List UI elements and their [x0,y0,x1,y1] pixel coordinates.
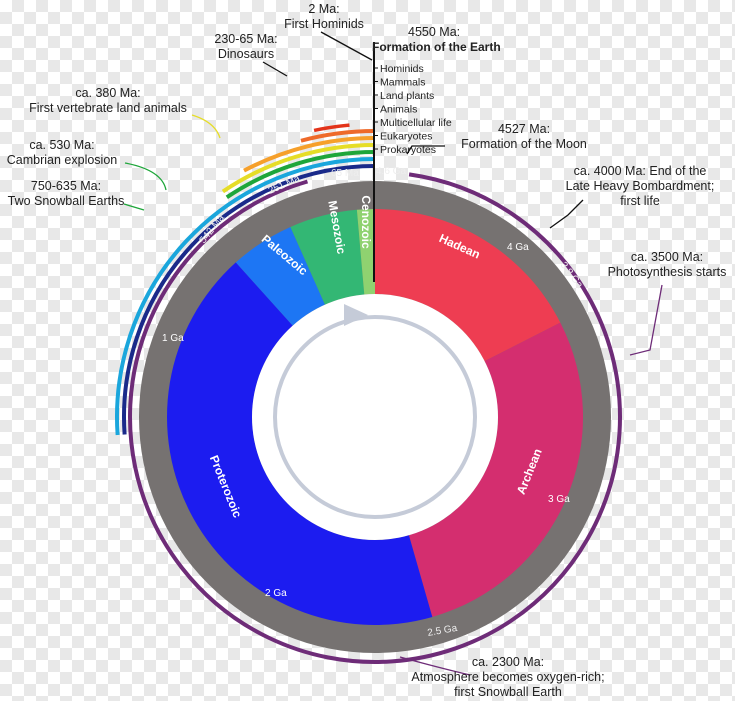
annotation-moon: 4527 Ma: [498,122,550,136]
annotation-photosynthesis: ca. 3500 Ma: [631,250,703,264]
annotation-snowball: Two Snowball Earths [8,194,125,208]
life-arc [128,172,622,664]
photosynthesis-leader [629,284,663,356]
stack-label-eukaryotes: Eukaryotes [380,131,433,143]
mammals-arc [300,129,376,143]
era-wedge-mesozoic [290,209,365,305]
era-wedge-cenozoic [356,209,375,295]
clockwise-arrowhead [344,304,368,326]
ring-label-65-ma: 65 Ma [331,168,359,179]
animals-arc [221,143,376,194]
snowball-leader [123,203,145,211]
stack-label-mammals: Mammals [380,77,426,89]
center-hole [252,294,498,540]
bombardment-leader [549,199,584,229]
stack-label-multicellular-life: Multicellular life [380,117,452,129]
era-label-cenozoic: Cenozoic [359,195,373,249]
inner-label-4-ga: 4 Ga [507,242,529,253]
hominids-leader [320,31,373,61]
annotation-bombardment: ca. 4000 Ma: End of the [574,164,707,178]
annotation-hominids: 2 Ma: [308,2,339,16]
inner-label-3-ga: 3 Ga [548,494,570,505]
clockwise-arrow-circle [273,315,477,519]
ring-label-4-6-ga: 4.6 Ga [376,166,406,177]
annotation-bombardment: Late Heavy Bombardment; [566,179,715,193]
land-animals-leader [191,114,221,139]
annotation-cambrian: ca. 530 Ma: [29,138,94,152]
annotation-hominids: First Hominids [284,17,364,31]
annotation-cambrian: Cambrian explosion [7,153,118,167]
annotation-oxygen: first Snowball Earth [454,685,562,699]
era-wedge-paleozoic [235,226,325,326]
annotation-moon: Formation of the Moon [461,137,587,151]
annotation-dinosaurs: Dinosaurs [218,47,274,61]
era-wedge-archean [408,322,583,617]
annotation-dinosaurs: 230-65 Ma: [214,32,277,46]
era-wedge-proterozoic [166,262,433,626]
annotation-snowball: 750-635 Ma: [31,179,101,193]
annotation-land-animals: First vertebrate land animals [29,101,187,115]
era-wedge-hadean [375,209,561,362]
oxygen-leader [399,656,471,676]
cambrian-leader [124,162,167,191]
formation-earth-date: 4550 Ma: [408,25,460,39]
annotation-bombardment: first life [620,194,660,208]
annotation-oxygen: Atmosphere becomes oxygen-rich; [411,670,604,684]
dinosaurs-arc [313,123,350,133]
inner-label-2-ga: 2 Ga [265,588,287,599]
stack-label-prokaryotes: Prokaryotes [380,144,436,156]
stack-label-land-plants: Land plants [380,90,434,102]
formation-earth-label: Formation of the Earth [372,40,501,54]
prokaryotes-arc [122,164,376,435]
annotation-land-animals: ca. 380 Ma: [75,86,140,100]
multicellular-arc [225,150,376,199]
inner-label-1-ga: 1 Ga [162,333,184,344]
stack-label-hominids: Hominids [380,63,424,75]
annotation-oxygen: ca. 2300 Ma: [472,655,544,669]
stack-label-animals: Animals [380,104,417,116]
dinosaurs-leader [262,61,288,77]
annotation-photosynthesis: Photosynthesis starts [608,265,727,279]
moon-leader [406,145,445,155]
land-plants-arc [243,136,376,173]
ring-label-2-5-ga: 2.5 Ga [427,623,459,639]
eukaryotes-arc [115,157,376,436]
